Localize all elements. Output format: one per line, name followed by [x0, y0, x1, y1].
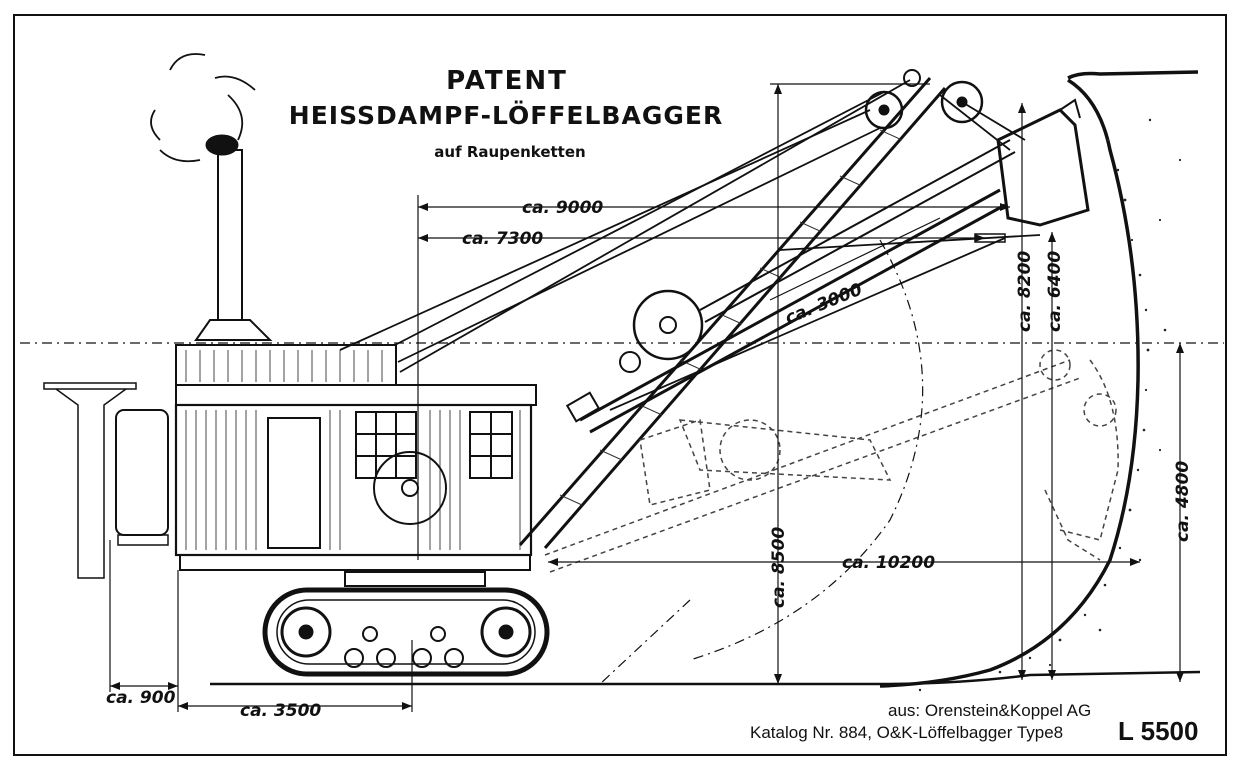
- track-wheel-front: [480, 606, 532, 658]
- machine-house: [174, 344, 537, 557]
- lowered-dipper-ghost: [544, 349, 1119, 573]
- digging-arc: [599, 599, 691, 685]
- steam-puff: [205, 134, 239, 156]
- crawler-track: [262, 587, 550, 677]
- dim-3500: ca. 3500: [240, 701, 321, 721]
- dim-line-3000: [769, 217, 941, 301]
- dim-900: ca. 900: [106, 688, 176, 708]
- side-column: [43, 382, 137, 579]
- credit-model: L 5500: [1118, 716, 1198, 746]
- turntable-base: [179, 554, 531, 571]
- title-line-3: auf Raupenketten: [434, 143, 585, 161]
- cabin-door: [267, 417, 321, 549]
- dim-lines: [109, 83, 1181, 712]
- dim-9000: ca. 9000: [522, 198, 603, 218]
- drawing-frame: [13, 14, 1227, 756]
- dim-10200: ca. 10200: [842, 553, 935, 573]
- boom-ropes: [339, 79, 911, 373]
- excavation-face: [879, 70, 1199, 688]
- chimney: [217, 149, 243, 321]
- cabin-window-left: [355, 411, 417, 479]
- credit-source: aus: Orenstein&Koppel AG: [888, 701, 1091, 720]
- crowd-gear: [632, 289, 704, 361]
- dim-6400: ca. 6400: [1045, 251, 1065, 332]
- track-rollers: [344, 626, 464, 668]
- dim-4800: ca. 4800: [1173, 461, 1193, 542]
- dim-7300: ca. 7300: [462, 229, 543, 249]
- title-line-1: PATENT: [446, 66, 568, 96]
- water-tank: [115, 409, 169, 536]
- dim-8200: ca. 8200: [1015, 251, 1035, 332]
- dipper-stick: [579, 139, 1016, 434]
- reach-arc: [689, 239, 924, 661]
- boom-tip-sheave: [940, 80, 984, 124]
- dim-arrows: [110, 84, 1184, 710]
- engine-flywheel: [373, 451, 447, 525]
- track-wheel-rear: [280, 606, 332, 658]
- cabin-window-right: [469, 411, 513, 479]
- title-line-2: HEISSDAMPF-LÖFFELBAGGER: [289, 100, 723, 130]
- chimney-cap: [194, 319, 273, 341]
- dim-8500: ca. 8500: [769, 527, 789, 608]
- bucket-ropes: [609, 94, 1041, 411]
- dipper-bucket: [996, 108, 1090, 227]
- soil-stipple: [918, 118, 1182, 692]
- smoke-icon: [150, 53, 256, 163]
- credit-catalog: Katalog Nr. 884, O&K-Löffelbagger Type8: [750, 723, 1063, 742]
- hoist-block: [565, 391, 601, 423]
